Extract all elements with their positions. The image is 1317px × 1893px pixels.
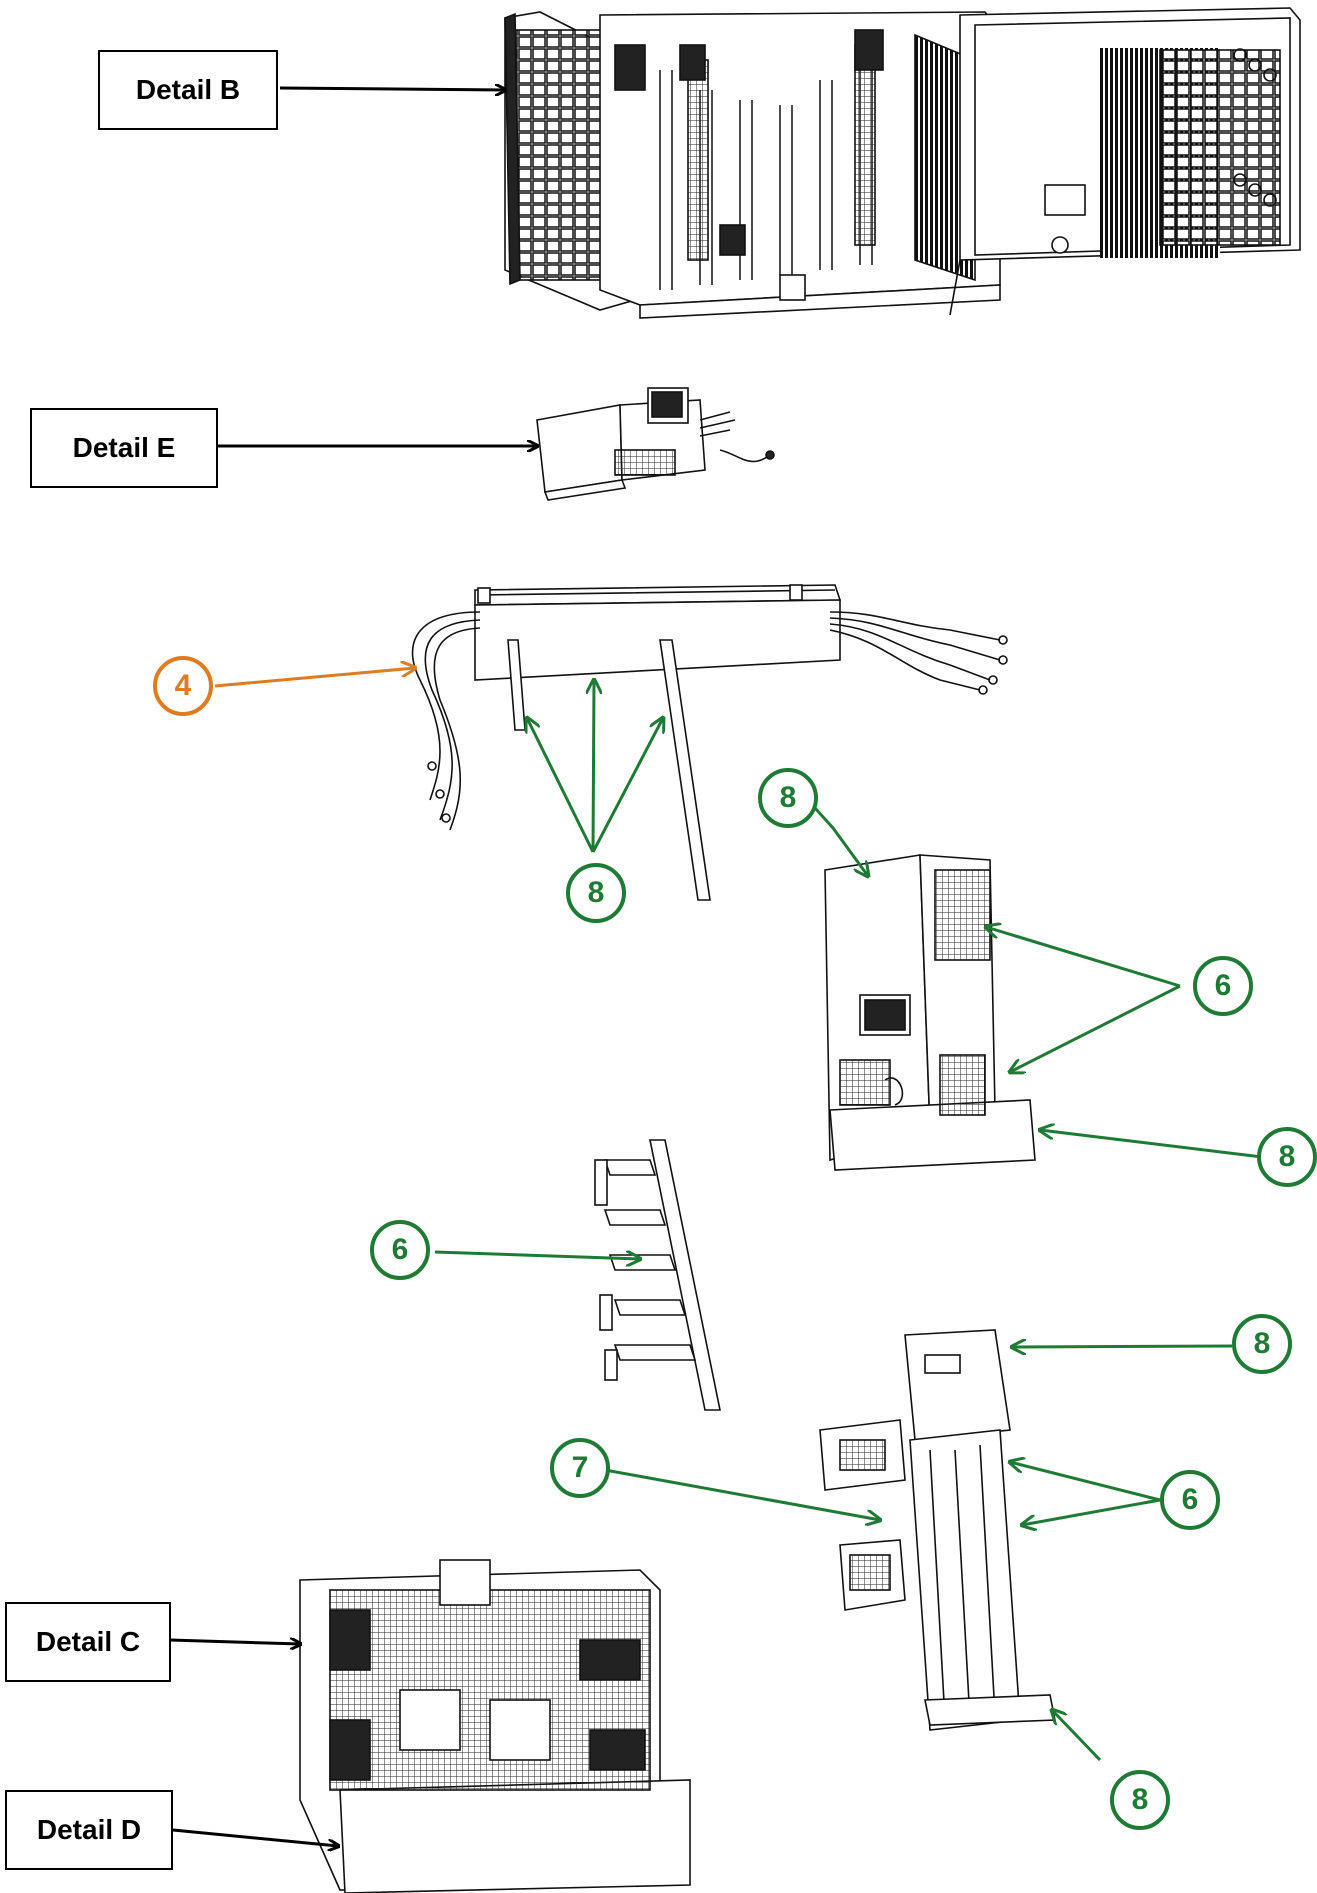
leader-6c-1 xyxy=(1010,1462,1161,1502)
callout-8-bracket: 8 xyxy=(566,863,626,923)
detail-d-label: Detail D xyxy=(5,1790,173,1870)
callout-6-module: 6 xyxy=(1193,956,1253,1016)
callout-6-lower: 6 xyxy=(1160,1470,1220,1530)
callout-7: 7 xyxy=(550,1438,610,1498)
power-module-assembly xyxy=(824,854,1036,1171)
callout-6-comb: 6 xyxy=(370,1220,430,1280)
leader-8b xyxy=(813,806,868,876)
leader-6a-1 xyxy=(986,927,1181,988)
leader-6c-2 xyxy=(1022,1498,1161,1525)
leader-8a-3 xyxy=(591,718,663,853)
callout-8-lower-bottom: 8 xyxy=(1110,1770,1170,1830)
callout-8-module-bottom: 8 xyxy=(1257,1127,1317,1187)
detail-c-label: Detail C xyxy=(5,1602,171,1682)
top-cabinet-assembly xyxy=(504,7,1301,319)
busbar-cable-assembly xyxy=(411,584,1008,901)
leader-7 xyxy=(604,1468,880,1520)
leader-8a-2 xyxy=(593,680,594,853)
detail-e-label: Detail E xyxy=(30,408,218,488)
arrow-detail-d xyxy=(172,1828,338,1846)
callout-8-module-top: 8 xyxy=(758,768,818,828)
leader-4 xyxy=(214,668,415,688)
leader-8d xyxy=(1012,1346,1233,1347)
leader-8e xyxy=(1052,1710,1102,1762)
leader-6b xyxy=(434,1250,640,1259)
arrow-detail-c xyxy=(169,1640,300,1644)
arrow-detail-b xyxy=(279,88,505,90)
callout-8-lower-top: 8 xyxy=(1232,1314,1292,1374)
callout-4: 4 xyxy=(153,656,213,716)
busbar-comb xyxy=(594,1139,721,1411)
leader-8a-1 xyxy=(527,718,595,853)
leader-6a-2 xyxy=(1010,984,1181,1072)
detail-e-assembly xyxy=(536,387,775,501)
callout-leaders xyxy=(214,668,1263,1762)
leader-8c xyxy=(1040,1130,1263,1159)
detail-b-label: Detail B xyxy=(98,50,278,130)
lower-right-module xyxy=(819,1329,1056,1731)
bottom-cabinet-assembly xyxy=(299,1559,691,1893)
detail-arrows xyxy=(169,88,537,1846)
